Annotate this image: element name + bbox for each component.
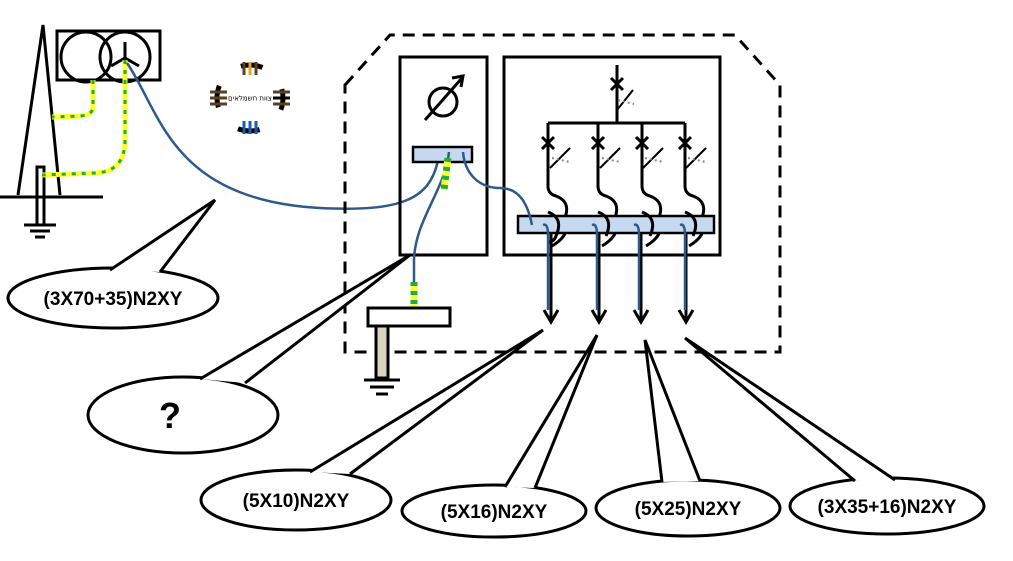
cabinet-outline (343, 33, 782, 354)
internal-cables (461, 151, 534, 226)
outgoing-feeders (542, 223, 695, 325)
label-feeder-3: (5X25)N2XY (635, 499, 742, 520)
company-logo: צוות חשמלאים (210, 62, 290, 134)
callout-supply-cable: (3X70+35)N2XY (6, 198, 220, 330)
breaker-compartment (502, 55, 722, 257)
callout-feeder-1: (5X10)N2XY (199, 328, 544, 532)
label-ground-cable: ? (159, 395, 181, 436)
callout-feeder-4: (3X35+16)N2XY (684, 336, 986, 536)
transformer (55, 29, 162, 84)
label-supply-cable: (3X70+35)N2XY (44, 289, 183, 310)
supply-cable (125, 62, 440, 210)
label-feeder-2: (5X16)N2XY (441, 502, 548, 523)
meter-icon (423, 74, 465, 121)
meter-busbar (411, 145, 474, 164)
label-feeder-4: (3X35+16)N2XY (818, 497, 957, 518)
callout-feeder-3: (5X25)N2XY (594, 339, 782, 538)
breaker-busbar (516, 214, 716, 235)
pole-ground-rod (24, 165, 56, 239)
callout-feeder-2: (5X16)N2XY (400, 334, 599, 539)
meter-compartment (398, 55, 489, 257)
utility-pole (0, 24, 103, 199)
callout-ground-cable: ? (86, 253, 411, 455)
earth-wire-transformer (41, 60, 128, 178)
label-feeder-1: (5X10)N2XY (243, 491, 350, 512)
earth-bar (364, 306, 452, 396)
logo-text: צוות חשמלאים (228, 95, 272, 103)
main-earth-wire (410, 151, 452, 318)
